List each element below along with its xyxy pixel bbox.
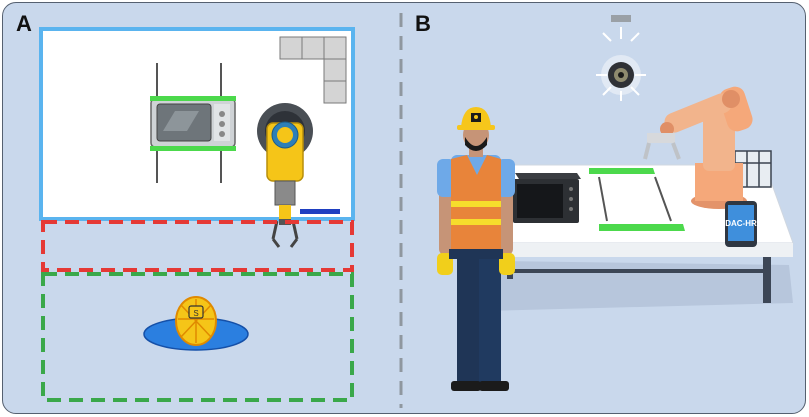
panel-a-top-view: S [39,27,355,402]
camera-icon [596,15,646,101]
storage-grid [279,36,347,104]
figure-canvas: S [39,13,794,408]
marker-green-bottom [150,146,236,151]
safety-zone-red [41,220,354,272]
blue-target-bar [300,209,340,214]
tablet-label: DAC-HR [725,219,757,228]
robot-arm-top-view [257,103,313,248]
safety-zone-green [41,272,354,402]
worker-icon [437,107,515,391]
svg-text:S: S [193,309,198,318]
panel-a-label: A [16,11,32,36]
marker-green-far [589,168,655,174]
microwave-icon [513,173,581,223]
human-top-view-icon: S [143,296,249,351]
panel-b-label: B [415,11,431,36]
tablet-icon: DAC-HR [725,201,757,247]
microwave-top-view [150,63,236,183]
panel-b-perspective: DAC-HR [437,15,794,391]
marker-green-near [599,224,685,231]
microwave-knob-icon [219,111,225,117]
marker-green-top [150,96,236,101]
